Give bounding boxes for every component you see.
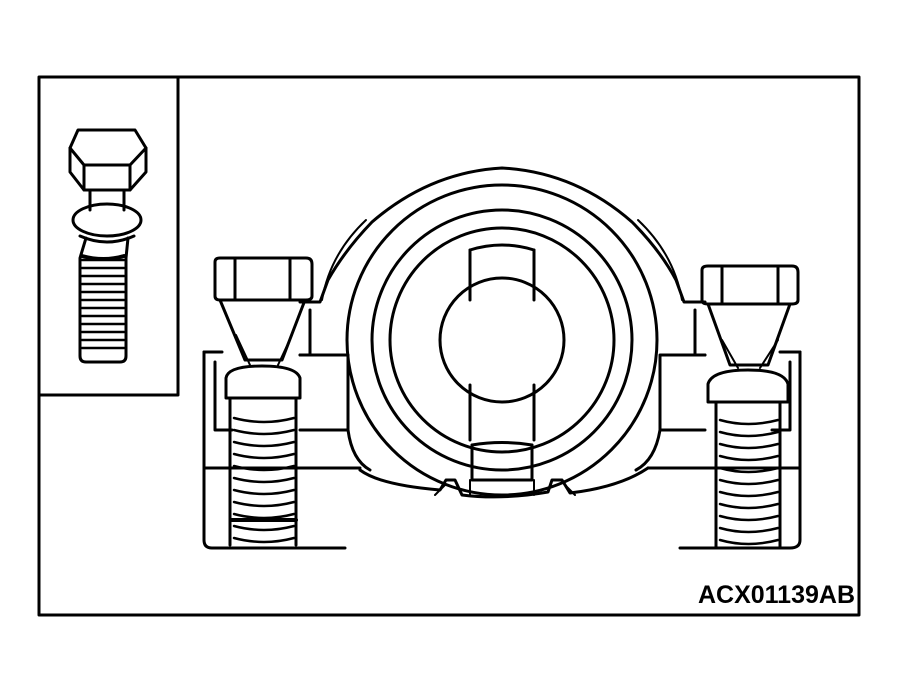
- bearing-cap-assembly: [202, 166, 802, 550]
- figure-frame: [37, 75, 861, 617]
- bearing-middle-ring: [370, 208, 634, 472]
- journal: [438, 276, 566, 404]
- bearing-outer-ring: [345, 183, 659, 497]
- figure-reference-code: ACX01139AB: [697, 581, 855, 609]
- left-cap-bolt: [213, 256, 314, 547]
- bearing-inner-ring: [388, 226, 616, 454]
- bolt-icon: [68, 128, 148, 364]
- right-cap-bolt: [700, 264, 800, 550]
- inset-panel: [37, 75, 180, 397]
